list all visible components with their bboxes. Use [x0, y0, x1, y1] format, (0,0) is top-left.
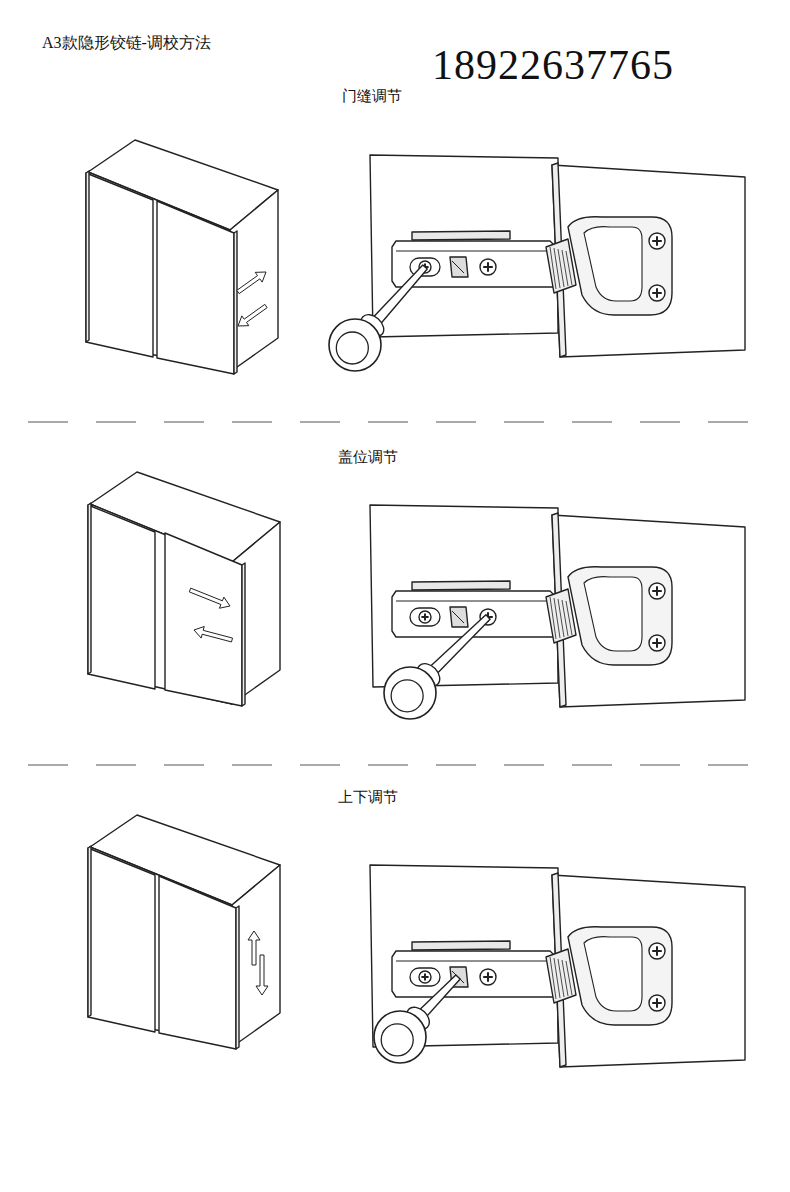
door-edge — [86, 171, 89, 342]
cup-screw — [649, 233, 665, 249]
depth-screw-slot — [421, 613, 428, 620]
hinge-arm — [392, 951, 556, 997]
cup-screw — [649, 943, 665, 959]
screwdriver-shaft — [428, 615, 490, 676]
phone-number: 18922637765 — [432, 42, 674, 88]
cup-screw-slot — [652, 586, 662, 596]
hinge-link — [546, 589, 576, 643]
cabinet-door — [88, 505, 155, 689]
mounting-plate — [412, 231, 510, 240]
arm-edge — [396, 251, 550, 252]
hinge-cup-inner — [584, 937, 642, 1011]
depth-slot — [410, 608, 440, 626]
overlay-screw-slot — [483, 262, 493, 272]
cup-screw-slot — [652, 288, 662, 298]
screwdriver-handle — [329, 319, 381, 371]
adjust-arrow — [256, 955, 268, 995]
link-spring — [566, 601, 572, 635]
door-edge — [242, 563, 245, 706]
door-edge — [236, 906, 239, 1049]
hinge-link — [546, 949, 576, 1003]
height-cam — [450, 257, 468, 277]
door-board — [552, 165, 745, 357]
door-edge — [88, 846, 91, 1017]
hinge-figure — [329, 155, 745, 371]
adjust-arrow — [189, 588, 230, 608]
mounting-plate — [412, 581, 510, 590]
cam-mark — [452, 611, 464, 623]
separator-line — [28, 422, 748, 423]
height-cam — [450, 607, 468, 627]
screwdriver-shaft — [371, 265, 427, 326]
handle-end — [336, 332, 368, 364]
cam-mark — [452, 261, 464, 273]
door-board — [552, 875, 745, 1067]
cup-screw — [649, 635, 665, 651]
cup-screw-slot — [652, 998, 662, 1008]
cup-screw — [649, 285, 665, 301]
cabinet-board — [370, 155, 558, 337]
door-board — [552, 515, 745, 707]
section-heading: 门缝调节 — [342, 88, 402, 105]
depth-screw-slot — [421, 973, 428, 980]
cup-screw — [649, 995, 665, 1011]
hinge-cup-inner — [584, 227, 642, 301]
door-edge — [88, 503, 91, 674]
section-heading: 盖位调节 — [338, 449, 398, 466]
door-edge — [234, 231, 237, 374]
adjust-arrow — [237, 272, 266, 294]
handle-end — [381, 1024, 413, 1056]
depth-screw — [419, 611, 431, 623]
cabinet-figure — [88, 815, 280, 1049]
mounting-plate — [412, 941, 510, 950]
depth-slot — [410, 968, 440, 986]
cabinet-door — [86, 173, 153, 357]
separator-line — [28, 765, 748, 766]
screwdriver-handle — [384, 667, 436, 719]
hinge-link — [546, 239, 576, 293]
cabinet-door — [88, 848, 155, 1032]
hinge-figure — [370, 505, 745, 719]
arm-edge — [396, 601, 550, 602]
handle-end — [391, 680, 423, 712]
arm-edge — [396, 961, 550, 962]
hinge-figure — [370, 865, 745, 1067]
overlay-screw — [480, 259, 496, 275]
adjust-arrow — [194, 626, 233, 641]
depth-screw — [419, 971, 431, 983]
cup-screw-slot — [652, 236, 662, 246]
cup-screw — [649, 583, 665, 599]
screwdriver-handle — [374, 1011, 426, 1063]
cabinet-door — [165, 533, 242, 706]
page-title: A3款隐形铰链-调校方法 — [42, 34, 211, 52]
section-heading: 上下调节 — [338, 789, 398, 806]
cabinet-door — [157, 201, 234, 374]
overlay-screw-slot — [483, 972, 493, 982]
hinge-cup-inner — [584, 577, 642, 651]
cabinet-door — [159, 876, 236, 1049]
link-spring — [566, 251, 572, 285]
cabinet-figure — [88, 472, 280, 706]
hinge-cup — [568, 217, 672, 315]
cabinet-figure — [86, 140, 278, 374]
cup-screw-slot — [652, 638, 662, 648]
link-spring — [566, 961, 572, 995]
adjust-arrow — [248, 931, 260, 965]
overlay-screw — [480, 969, 496, 985]
hinge-cup — [568, 567, 672, 665]
adjust-arrow — [238, 304, 267, 326]
hinge-cup — [568, 927, 672, 1025]
cup-screw-slot — [652, 946, 662, 956]
cabinet-board — [370, 505, 558, 687]
